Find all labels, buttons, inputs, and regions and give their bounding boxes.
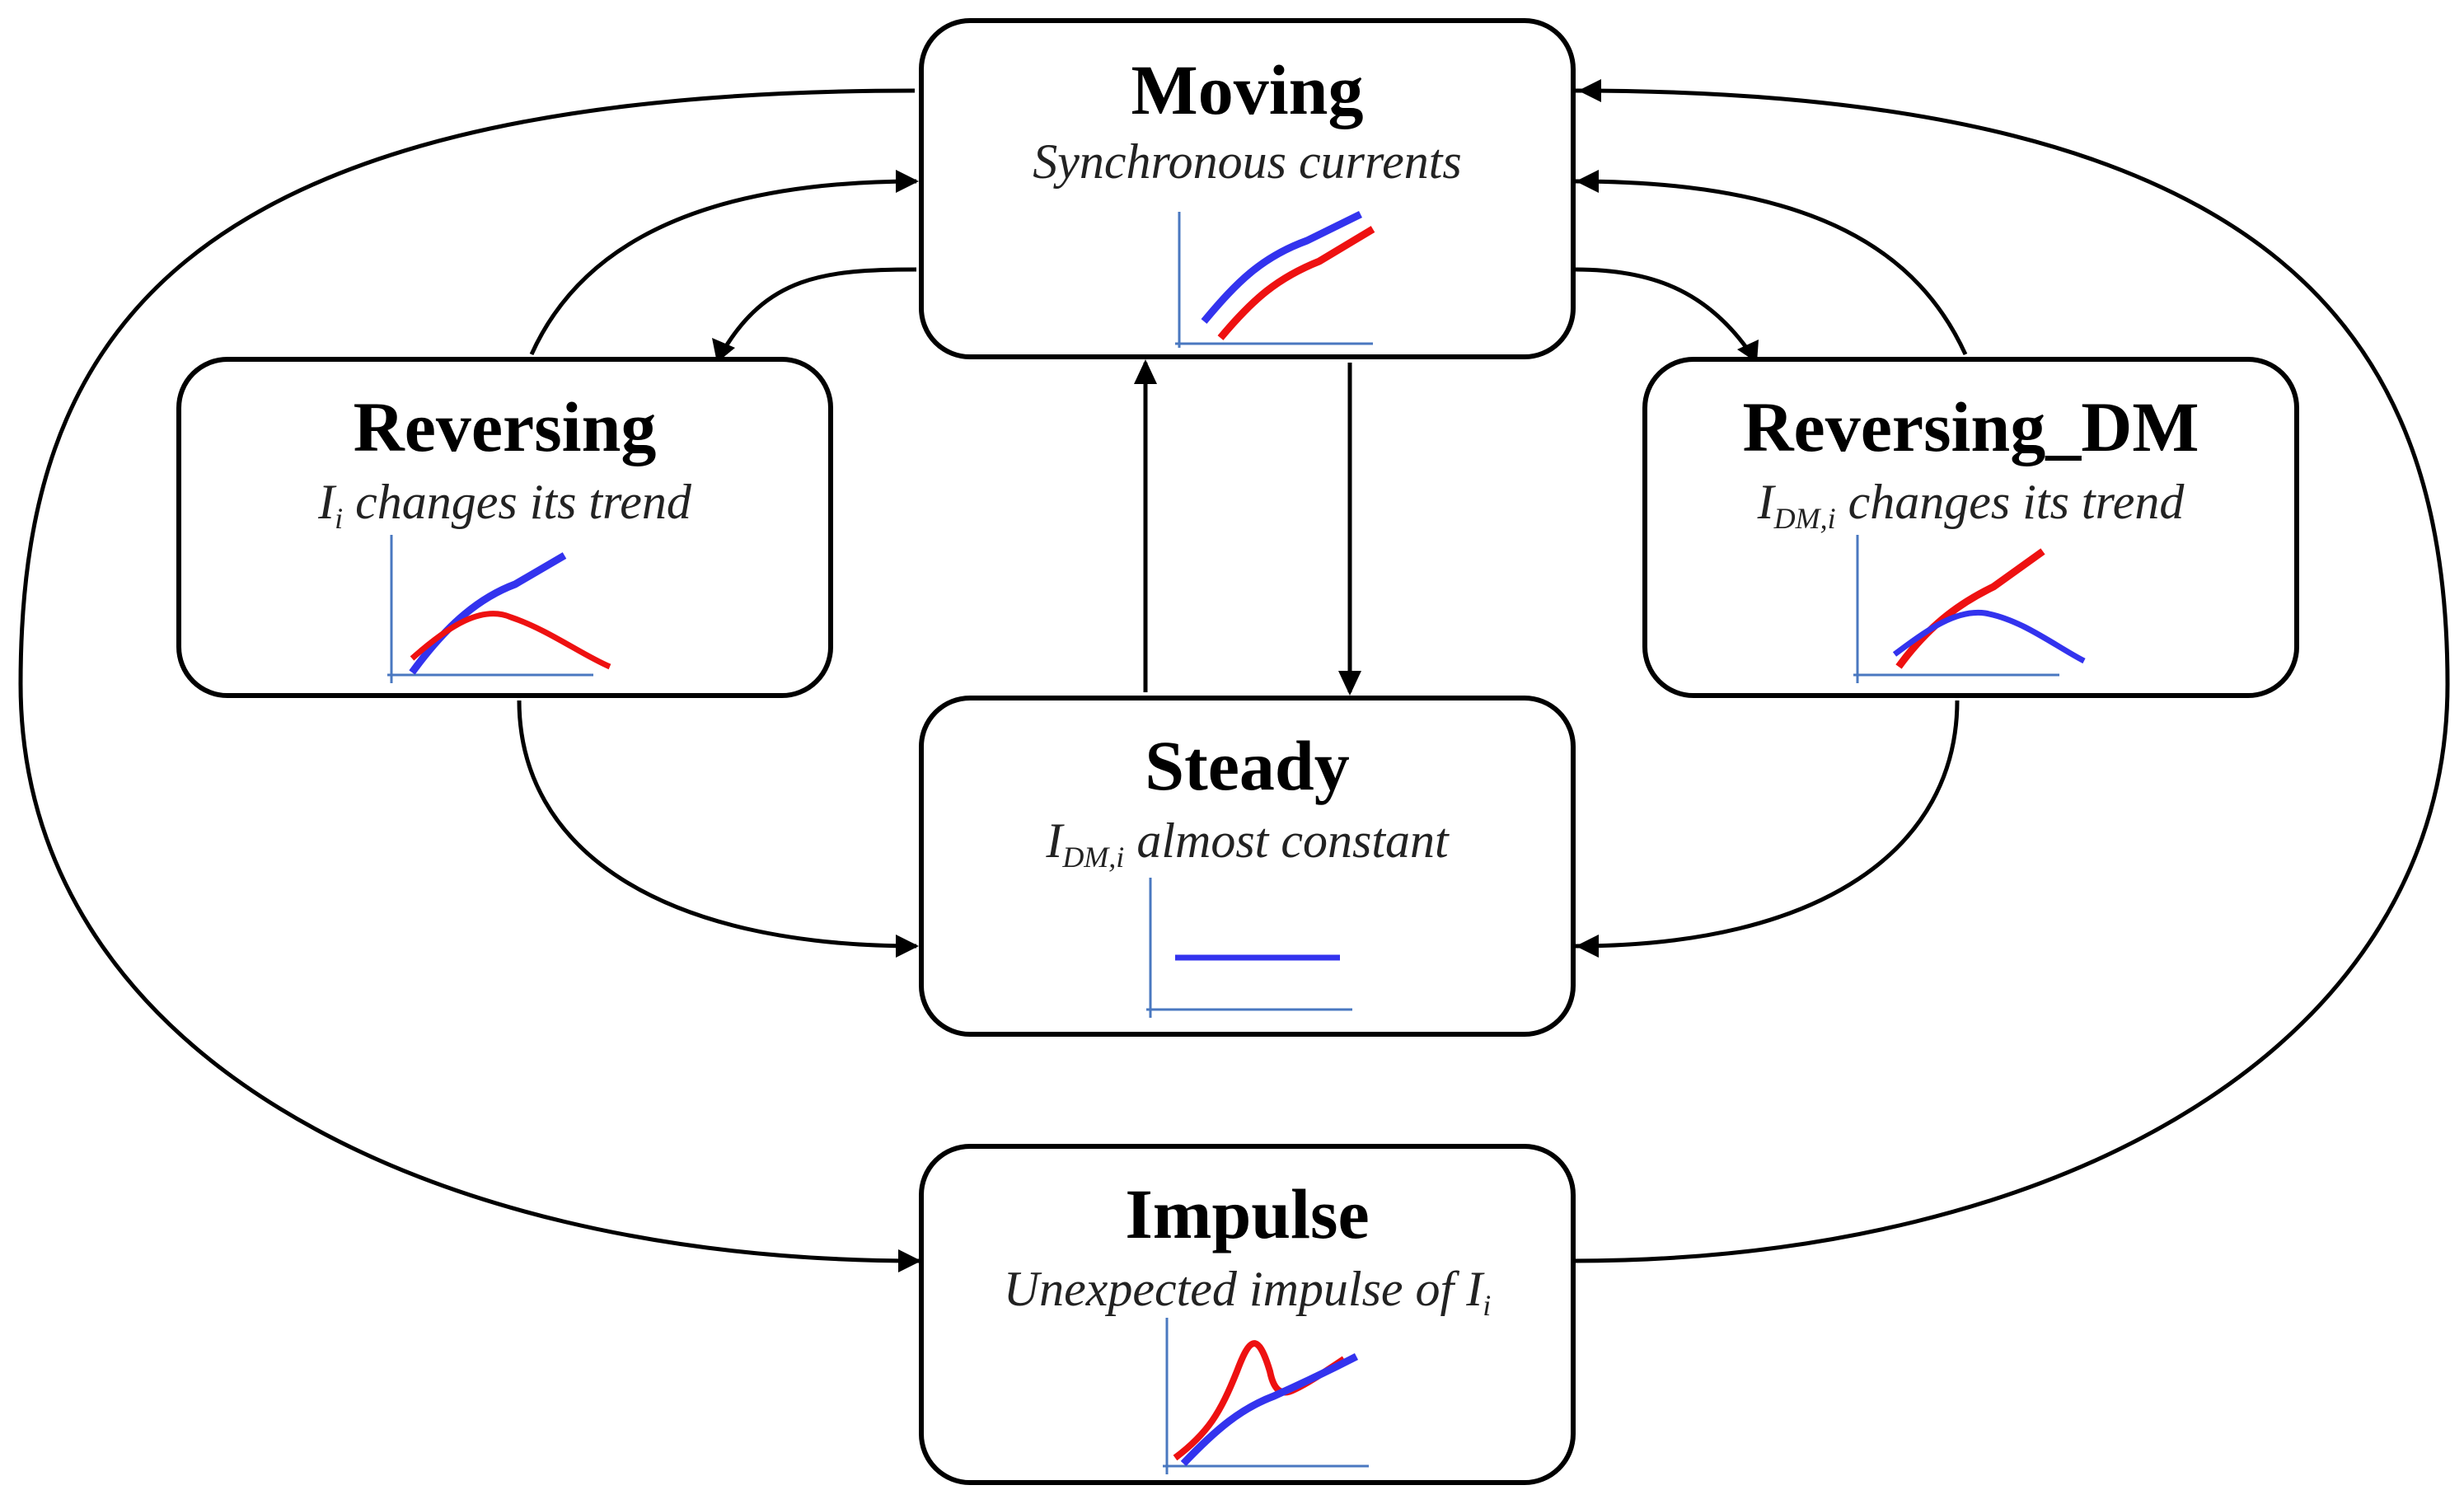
state-reversing: Reversing Ii changes its trend (176, 357, 833, 698)
reversing-dm-plot (1853, 535, 2086, 683)
arrow-reversing-to-moving (529, 179, 917, 356)
state-title: Reversing_DM (1742, 387, 2199, 466)
arrow-moving-to-reversing (719, 267, 917, 356)
state-description: Ii changes its trend (318, 475, 691, 535)
state-title: Steady (1145, 726, 1350, 805)
state-title: Impulse (1125, 1174, 1370, 1253)
state-description: Synchronous currents (1033, 134, 1462, 189)
state-impulse: Impulse Unexpected impulse of Ii (919, 1144, 1576, 1485)
steady-plot (1146, 878, 1352, 1018)
state-steady: Steady IDM,i almost constant (919, 696, 1576, 1037)
reversing-plot (387, 535, 611, 683)
arrowhead (898, 1249, 921, 1272)
arrowhead (1578, 79, 1601, 102)
state-reversing-dm: Reversing_DM IDM,i changes its trend (1642, 357, 2299, 698)
arrow-impulse-to-moving (1572, 88, 2450, 1263)
state-description: IDM,i almost constant (1046, 813, 1449, 874)
arrow-reversingdm-to-steady (1575, 700, 1960, 949)
arrow-reversing-to-steady (517, 700, 917, 949)
arrowhead (1338, 671, 1361, 696)
state-title: Moving (1131, 50, 1364, 129)
arrow-moving-to-reversingdm (1575, 267, 1754, 356)
arrow-moving-to-impulse (18, 88, 920, 1263)
state-description: IDM,i changes its trend (1757, 475, 2185, 535)
arrowhead (896, 935, 919, 958)
arrowhead (712, 338, 735, 363)
arrowhead (1576, 935, 1599, 958)
arrowhead (1576, 170, 1599, 193)
impulse-plot (1163, 1318, 1369, 1474)
state-moving: Moving Synchronous currents (919, 18, 1576, 359)
moving-plot (1175, 210, 1375, 348)
state-description: Unexpected impulse of Ii (1003, 1262, 1492, 1322)
arrowhead (896, 170, 919, 193)
state-title: Reversing (353, 387, 657, 466)
arrow-reversingdm-to-moving (1575, 179, 1968, 356)
arrowhead (1134, 359, 1157, 384)
